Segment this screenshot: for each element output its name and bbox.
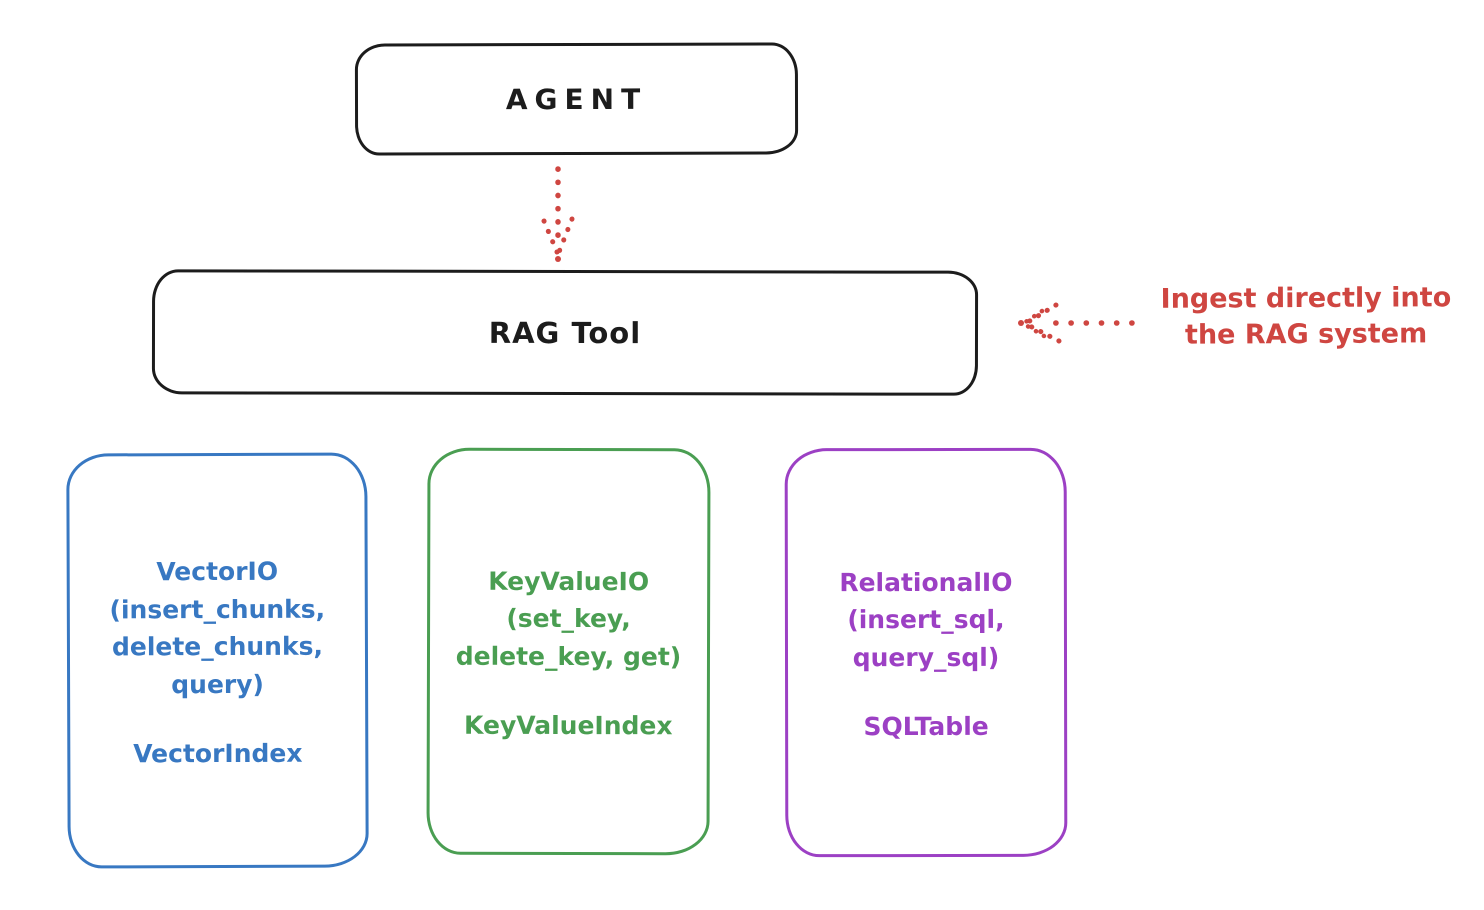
keyvalue-io-text: KeyValueIO (set_key, delete_key, get) Ke… (456, 562, 682, 741)
rag-tool-box-label: RAG Tool (488, 315, 642, 350)
keyvalue-io-box: KeyValueIO (set_key, delete_key, get) Ke… (426, 447, 711, 856)
sqltable-label: SQLTable (863, 712, 989, 742)
ingest-arrow (1018, 302, 1135, 344)
agent-to-rag-arrow (541, 166, 575, 262)
agent-box-label: AGENT (505, 82, 648, 116)
relational-io-title: RelationalIO (839, 567, 1013, 597)
relational-io-box: RelationalIO (insert_sql, query_sql) SQL… (784, 447, 1068, 858)
keyvalue-io-title: KeyValueIO (488, 566, 650, 596)
vector-io-box: VectorIO (insert_chunks, delete_chunks, … (66, 452, 369, 869)
relational-io-text: RelationalIO (insert_sql, query_sql) SQL… (839, 564, 1012, 742)
vector-io-title: VectorIO (156, 556, 279, 587)
vector-io-text: VectorIO (insert_chunks, delete_chunks, … (109, 553, 325, 769)
vector-io-methods: (insert_chunks, delete_chunks, query) (109, 594, 326, 699)
relational-io-main: RelationalIO (insert_sql, query_sql) (839, 564, 1012, 677)
rag-tool-box: RAG Tool (151, 269, 979, 396)
ingest-annotation: Ingest directly into the RAG system (1160, 282, 1452, 352)
keyvalue-io-main: KeyValueIO (set_key, delete_key, get) (456, 562, 682, 675)
vector-index-label: VectorIndex (133, 738, 303, 769)
agent-box: AGENT (354, 42, 799, 156)
keyvalue-index-label: KeyValueIndex (464, 710, 673, 741)
relational-io-methods: (insert_sql, query_sql) (847, 605, 1005, 672)
vector-io-main: VectorIO (insert_chunks, delete_chunks, … (109, 553, 325, 704)
keyvalue-io-methods: (set_key, delete_key, get) (455, 604, 682, 672)
